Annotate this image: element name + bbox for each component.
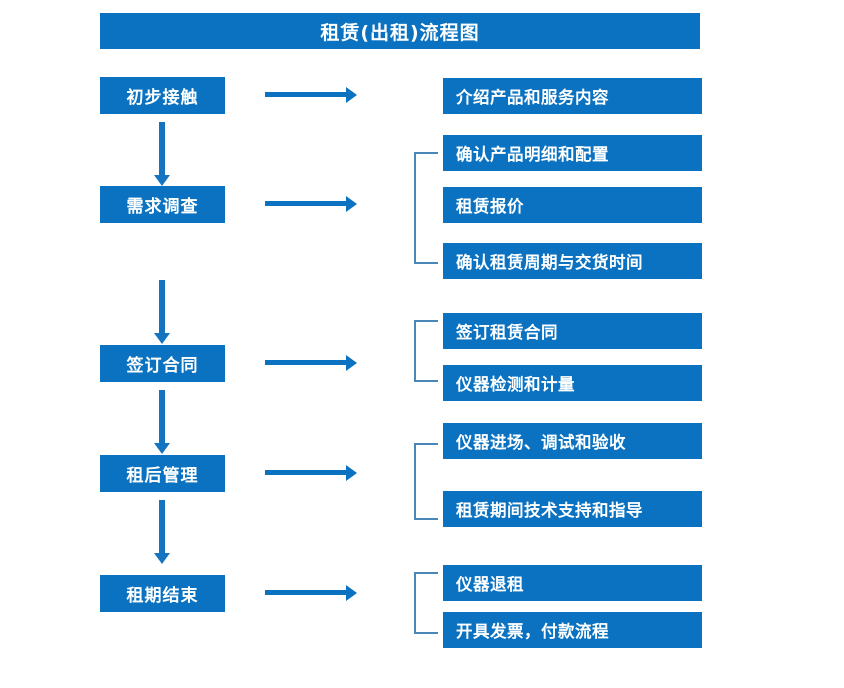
group-bracket-requirement-survey	[414, 152, 438, 264]
arrow-shaft	[265, 360, 347, 365]
arrow-shaft	[265, 470, 347, 475]
arrow-down-management-to-lease-end	[153, 500, 171, 564]
arrow-head	[154, 443, 170, 454]
arrow-head	[346, 585, 357, 601]
arrow-right-sign-contract	[265, 354, 357, 372]
page-title: 租赁(出租)流程图	[100, 13, 700, 49]
arrow-down-survey-to-contract	[153, 280, 171, 344]
arrow-right-post-lease-management	[265, 464, 357, 482]
stage-box-initial-contact[interactable]: 初步接触	[100, 77, 225, 114]
group-bracket-lease-end	[414, 572, 438, 634]
detail-box-sign-lease-agreement[interactable]: 签订租赁合同	[443, 313, 702, 349]
arrow-right-lease-end	[265, 584, 357, 602]
detail-box-invoice-payment[interactable]: 开具发票，付款流程	[443, 612, 702, 648]
stage-box-sign-contract[interactable]: 签订合同	[100, 345, 225, 382]
arrow-shaft	[159, 122, 165, 175]
group-bracket-post-lease-management	[414, 443, 438, 520]
arrow-down-contract-to-management	[153, 390, 171, 454]
arrow-down-contact-to-survey	[153, 122, 171, 186]
arrow-head	[346, 465, 357, 481]
arrow-right-initial-contact	[265, 86, 357, 104]
arrow-right-requirement-survey	[265, 195, 357, 213]
arrow-head	[154, 175, 170, 186]
arrow-head	[346, 87, 357, 103]
arrow-shaft	[159, 500, 165, 553]
detail-box-confirm-product-spec[interactable]: 确认产品明细和配置	[443, 135, 702, 171]
detail-box-instrument-return[interactable]: 仪器退租	[443, 565, 702, 601]
arrow-shaft	[265, 92, 347, 97]
arrow-shaft	[159, 390, 165, 443]
arrow-shaft	[159, 280, 165, 333]
stage-box-lease-end[interactable]: 租期结束	[100, 575, 225, 612]
stage-box-post-lease-management[interactable]: 租后管理	[100, 455, 225, 492]
detail-box-confirm-period-delivery[interactable]: 确认租赁周期与交货时间	[443, 243, 702, 279]
detail-box-intro-products[interactable]: 介绍产品和服务内容	[443, 78, 702, 114]
arrow-head	[154, 553, 170, 564]
detail-box-technical-support[interactable]: 租赁期间技术支持和指导	[443, 491, 702, 527]
arrow-shaft	[265, 590, 347, 595]
detail-box-instrument-entry-commission[interactable]: 仪器进场、调试和验收	[443, 423, 702, 459]
arrow-head	[154, 333, 170, 344]
arrow-head	[346, 355, 357, 371]
detail-box-instrument-inspection[interactable]: 仪器检测和计量	[443, 365, 702, 401]
stage-box-requirement-survey[interactable]: 需求调查	[100, 186, 225, 223]
arrow-shaft	[265, 201, 347, 206]
detail-box-lease-quotation[interactable]: 租赁报价	[443, 187, 702, 223]
arrow-head	[346, 196, 357, 212]
group-bracket-sign-contract	[414, 320, 438, 382]
